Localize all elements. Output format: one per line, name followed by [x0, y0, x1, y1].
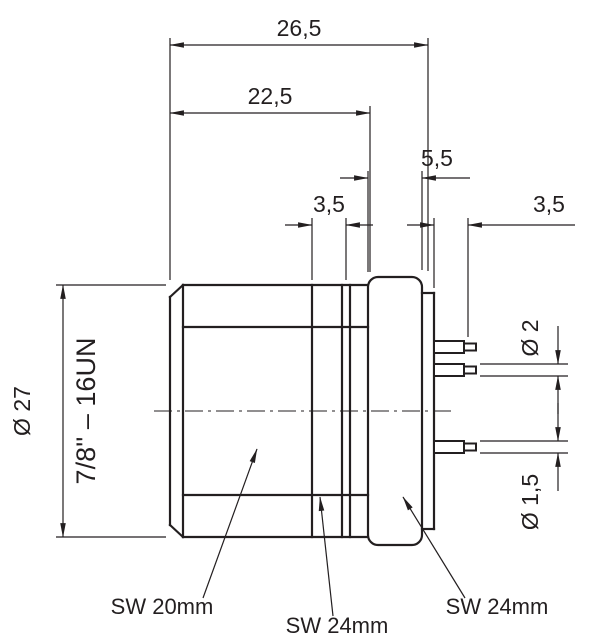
dim-flange-diameter-label: Ø 27 [9, 386, 35, 436]
dimension-body-length: 22,5 [169, 83, 371, 272]
flange [366, 275, 424, 547]
contact-pins [433, 340, 477, 454]
dim-body-length-label: 22,5 [248, 83, 293, 109]
dimension-pin-diameter-large: Ø 2 [480, 319, 568, 414]
pin-3-tip [463, 442, 477, 452]
label-sw24-middle: SW 24mm [286, 496, 389, 638]
label-sw24-rear: SW 24mm [402, 496, 549, 619]
thread-spec-label: 7/8'' – 16UN [71, 338, 101, 485]
leader-line [402, 496, 466, 599]
dim-groove-width-label: 3,5 [313, 191, 345, 217]
dim-pin-diameter-small-label: Ø 1,5 [517, 474, 543, 530]
sw24-middle-label: SW 24mm [286, 613, 389, 638]
dimension-overall-length: 26,5 [169, 15, 429, 280]
chamfer-top-left [168, 283, 185, 299]
chamfer-bottom-left [168, 523, 185, 539]
label-sw20-front: SW 20mm [111, 448, 258, 619]
dimension-pin-diameter-small: Ø 1,5 [480, 403, 568, 530]
connector-geometry [168, 275, 477, 547]
dimension-flange-diameter: Ø 27 [9, 284, 166, 538]
pin-2-tip [463, 365, 477, 375]
dimension-pin-length: 3,5 [407, 191, 575, 337]
dim-overall-length-label: 26,5 [277, 15, 322, 41]
pin-1-tip [463, 342, 477, 352]
sw24-rear-label: SW 24mm [446, 594, 549, 619]
pin-3 [433, 440, 465, 454]
pin-1 [433, 340, 465, 354]
sw20-label: SW 20mm [111, 594, 214, 619]
leader-line [318, 496, 334, 617]
dimension-flange-depth: 5,5 [340, 145, 470, 272]
dim-flange-depth-label: 5,5 [421, 145, 453, 171]
leader-line [202, 448, 258, 599]
dimension-groove-width: 3,5 [285, 191, 373, 280]
dim-pin-diameter-large-label: Ø 2 [517, 319, 543, 356]
pin-2 [433, 363, 465, 377]
dim-pin-length-label: 3,5 [533, 191, 565, 217]
